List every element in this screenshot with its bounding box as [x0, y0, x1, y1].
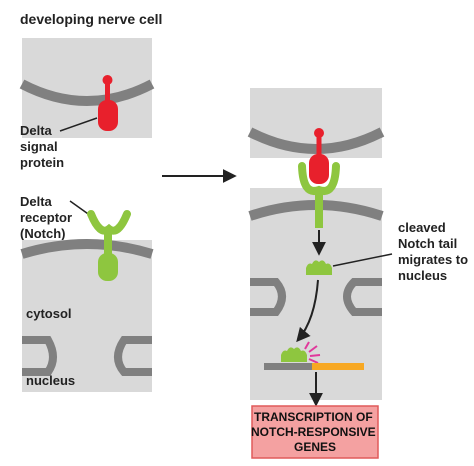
right-delta-protein: [309, 128, 329, 184]
left-receiving-cell: [20, 239, 154, 392]
nuclear-envelope-right: [114, 336, 152, 376]
right-nuclear-envelope-right: [343, 278, 382, 316]
transcription-box: TRANSCRIPTION OF NOTCH-RESPONSIVE GENES: [251, 405, 379, 459]
notch-receptor-head: [87, 210, 131, 235]
notch-receptor-stalk: [104, 229, 112, 261]
delta-label-pointer: [59, 117, 98, 132]
notch-tail-at-gene: [281, 347, 307, 362]
cleaved-tail-pointer: [332, 253, 393, 267]
delta-signal-protein: [98, 75, 118, 131]
notch-responsive-gene: [312, 363, 364, 370]
cleaved-tail-label: cleaved Notch tail migrates to nucleus: [398, 220, 472, 283]
activation-burst: [304, 341, 321, 364]
dna-strand: [264, 363, 312, 370]
sending-cell-membrane: [19, 79, 155, 106]
nucleus-label: nucleus: [26, 373, 75, 388]
right-bound-notch-receptor: [298, 162, 340, 228]
migration-arrow: [296, 279, 319, 343]
nuclear-envelope-left: [22, 336, 57, 376]
cleaved-notch-tail: [306, 260, 332, 275]
right-sending-membrane: [247, 127, 385, 154]
delta-label: Delta signal protein: [20, 123, 64, 170]
diagram-title: developing nerve cell: [20, 11, 162, 27]
cytosol-label: cytosol: [26, 306, 72, 321]
right-nuclear-envelope-left: [250, 278, 286, 316]
receiving-cell-membrane: [20, 239, 154, 259]
receptor-label: Delta receptor (Notch): [20, 194, 76, 241]
transcription-box-text: TRANSCRIPTION OF NOTCH-RESPONSIVE GENES: [251, 410, 379, 454]
notch-receptor-tail: [98, 253, 118, 281]
receiving-cell-region: [22, 240, 152, 392]
